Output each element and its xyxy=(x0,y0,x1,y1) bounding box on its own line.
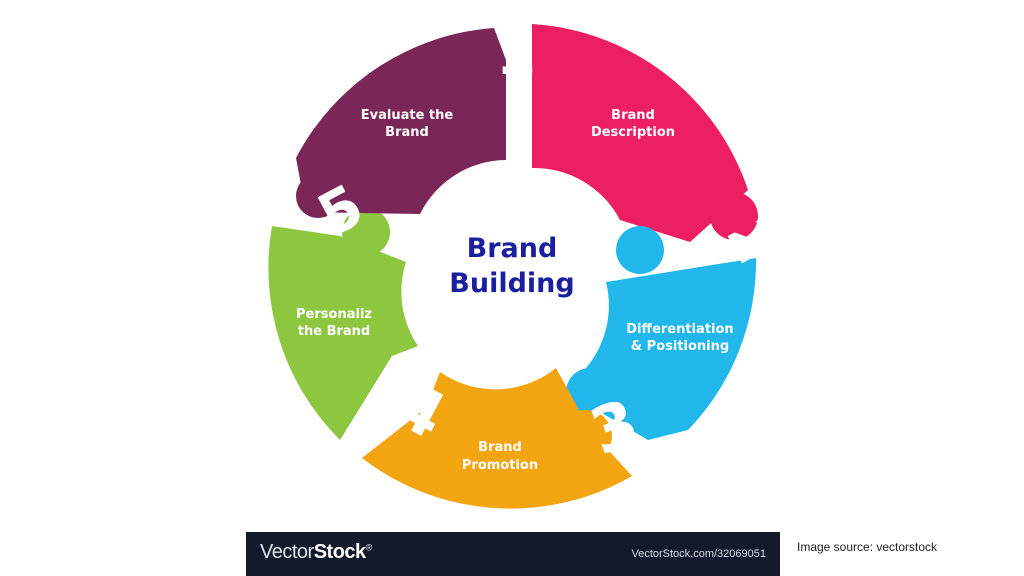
segment-label-line1: Brand xyxy=(478,440,522,455)
vectorstock-url: VectorStock.com/32069051 xyxy=(631,548,766,560)
vectorstock-logo: VectorStock® xyxy=(260,541,372,564)
segment-knob xyxy=(710,192,758,240)
segment-evaluate-brand: Evaluate the Brand xyxy=(296,28,506,218)
step-number-1: 1 xyxy=(496,20,536,88)
segment-knob xyxy=(566,368,614,416)
segment-label-line2: Brand xyxy=(385,125,429,140)
vectorstock-watermark-bar: VectorStock® VectorStock.com/32069051 xyxy=(246,532,780,576)
logo-bold-part: Stock xyxy=(313,541,366,563)
segment-knob xyxy=(342,208,390,256)
segment-label-line1: Brand xyxy=(611,108,655,123)
segment-brand-promotion: Brand Promotion xyxy=(362,368,632,509)
segment-differentiation-positioning: Differentiation & Positioning xyxy=(566,226,757,440)
segment-knob xyxy=(560,410,612,462)
segment-shape xyxy=(532,24,748,242)
segment-label-line2: Promotion xyxy=(462,458,538,473)
segment-label-line1: Differentiation xyxy=(626,322,733,337)
segment-label-line2: the Brand xyxy=(298,324,370,339)
segment-shape xyxy=(574,258,757,440)
center-title-line1: Brand xyxy=(467,233,558,264)
image-source-caption: Image source: vectorstock xyxy=(797,540,938,554)
segment-shape xyxy=(362,368,632,509)
segment-knob xyxy=(616,226,664,274)
registered-mark: ® xyxy=(365,542,373,553)
segment-knob xyxy=(296,174,340,218)
segment-label-line2: & Positioning xyxy=(631,339,729,354)
center-title-line2: Building xyxy=(449,268,574,299)
segment-label-line1: Personaliz xyxy=(296,307,372,322)
center-hub xyxy=(417,173,607,363)
logo-light-part: Vector xyxy=(260,541,314,563)
segment-shape xyxy=(268,226,418,440)
segment-brand-description: Brand Description xyxy=(532,24,758,242)
segment-shape xyxy=(296,28,506,214)
brand-building-cycle-diagram: Brand Description Differentiation & Posi… xyxy=(268,20,758,509)
segment-label-line2: Description xyxy=(591,125,675,140)
segment-personalize-brand: Personaliz the Brand xyxy=(268,208,418,440)
segment-label-line1: Evaluate the xyxy=(361,108,454,123)
